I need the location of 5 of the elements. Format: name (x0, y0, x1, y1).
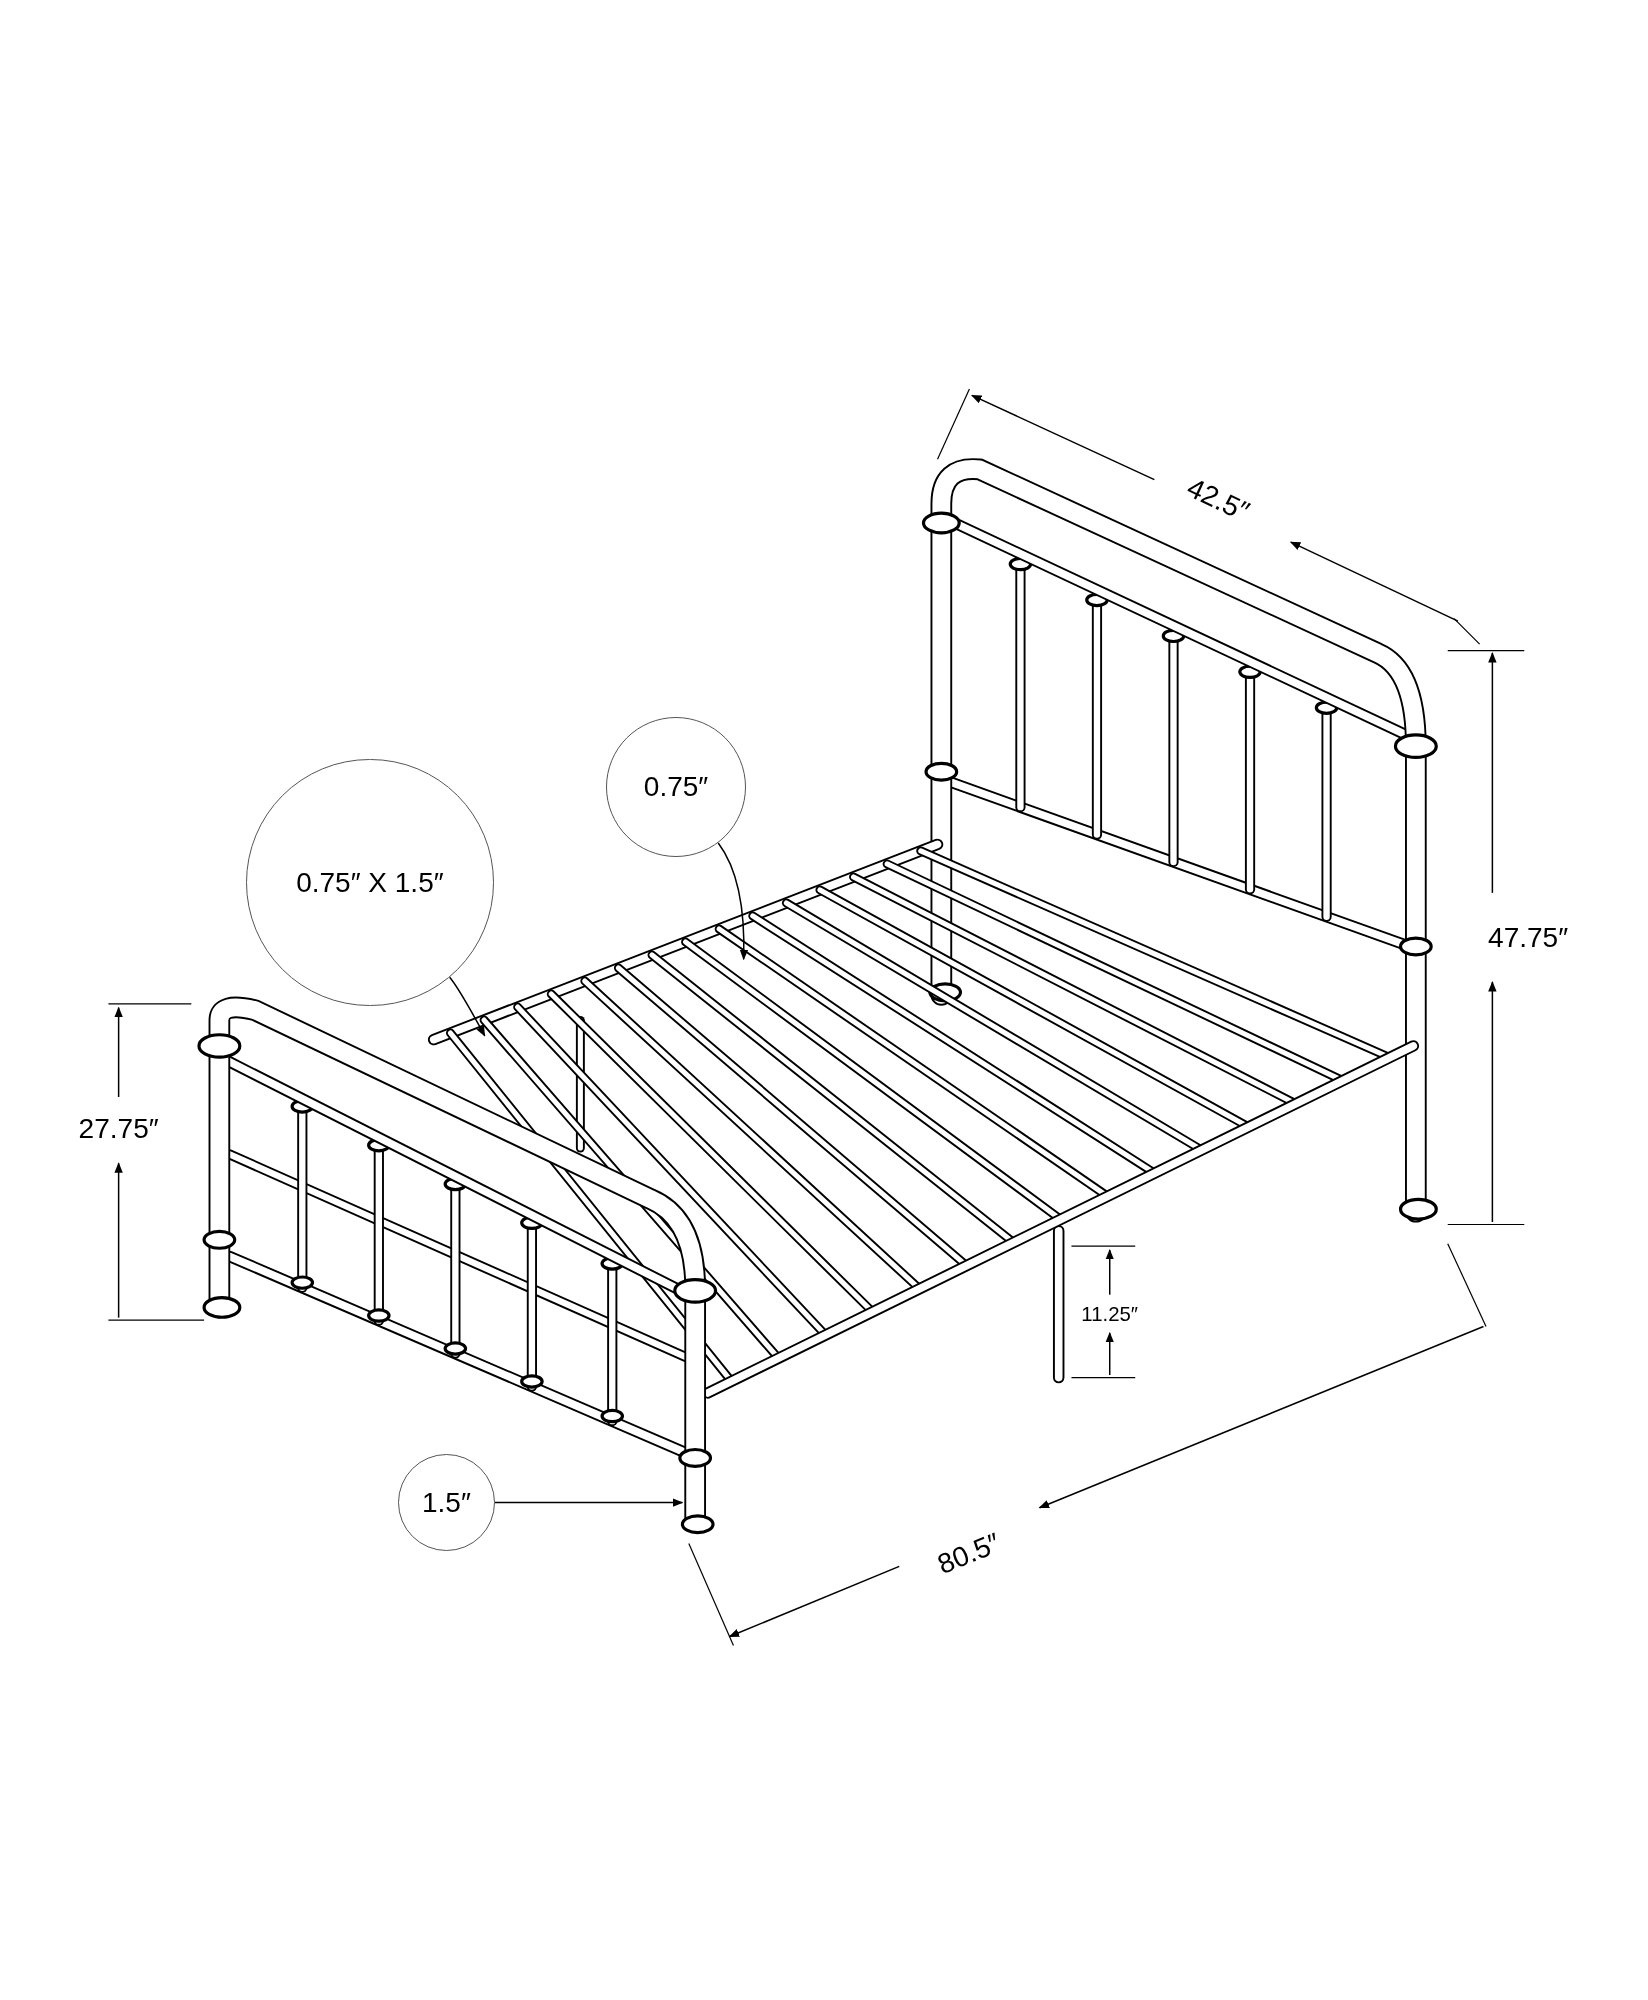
leader-line (717, 842, 748, 961)
leader-line (494, 1498, 684, 1507)
dimension-text: 1.5″ (422, 1485, 471, 1520)
dimension-text: 0.75″ (643, 770, 709, 804)
dimension-text: 0.75″ X 1.5″ (296, 865, 444, 900)
